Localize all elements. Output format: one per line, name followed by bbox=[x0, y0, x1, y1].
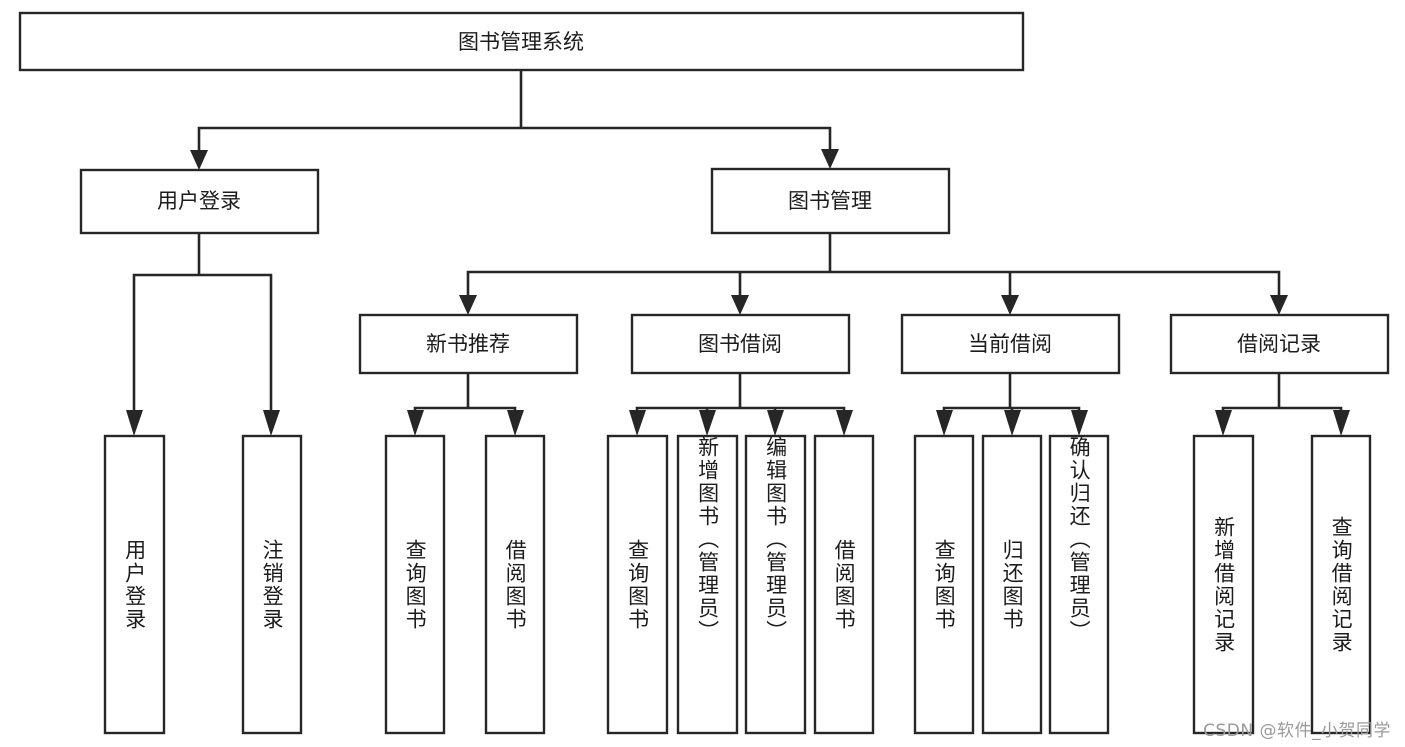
node-label-book-borrow: 图书借阅 bbox=[698, 332, 782, 356]
arrow-to-leaf-user-login bbox=[126, 410, 143, 436]
node-label-current-borrow: 当前借阅 bbox=[968, 332, 1052, 356]
node-box-book-manage[interactable] bbox=[710, 167, 951, 235]
arrow-to-leaf-query-book-3 bbox=[936, 410, 953, 436]
node-box-leaf-logout[interactable] bbox=[241, 434, 303, 735]
node-box-leaf-confirm-return[interactable] bbox=[1048, 434, 1110, 735]
edge-root-trunk bbox=[197, 68, 832, 157]
arrow-to-leaf-query-record bbox=[1333, 410, 1350, 436]
node-box-root[interactable] bbox=[18, 11, 1025, 72]
node-label-borrow-record: 借阅记录 bbox=[1237, 332, 1321, 356]
node-box-leaf-return-book[interactable] bbox=[981, 434, 1043, 735]
node-box-leaf-query-book-2[interactable] bbox=[606, 434, 669, 735]
edge-book-borrow-trunk bbox=[635, 371, 846, 420]
arrow-to-leaf-confirm-return bbox=[1071, 410, 1088, 436]
edge-new-book-recommend-trunk bbox=[413, 371, 517, 420]
arrow-to-leaf-borrow-book-1 bbox=[507, 410, 524, 436]
node-box-leaf-borrow-book-1[interactable] bbox=[484, 434, 546, 735]
nodes-layer: 图书管理系统 用户登录 图书管理 新书推荐 图书借阅 当前借阅 借阅记录 bbox=[18, 11, 1390, 735]
node-box-borrow-record[interactable] bbox=[1169, 313, 1390, 375]
arrow-to-user-login bbox=[190, 150, 208, 170]
arrow-to-current-borrow bbox=[1001, 295, 1019, 315]
node-box-leaf-query-record[interactable] bbox=[1310, 434, 1372, 735]
arrow-to-new-book-recommend bbox=[459, 295, 477, 315]
edge-book-manage-trunk bbox=[466, 231, 1281, 302]
node-box-book-borrow[interactable] bbox=[630, 313, 851, 375]
node-box-user-login[interactable] bbox=[79, 168, 320, 235]
node-label-user-login: 用户登录 bbox=[157, 189, 241, 213]
node-label-new-book-recommend: 新书推荐 bbox=[426, 332, 510, 356]
arrow-to-leaf-query-book-1 bbox=[407, 410, 424, 436]
arrow-to-leaf-return-book bbox=[1004, 410, 1021, 436]
arrow-to-leaf-add-book bbox=[699, 410, 716, 436]
arrow-to-leaf-query-book-2 bbox=[629, 410, 646, 436]
node-box-leaf-borrow-book-2[interactable] bbox=[813, 434, 875, 735]
edge-user-login-trunk bbox=[132, 231, 273, 420]
arrow-to-leaf-add-record bbox=[1215, 410, 1232, 436]
watermark-text: CSDN @软件_小贺同学 bbox=[1203, 721, 1391, 741]
node-box-leaf-add-record[interactable] bbox=[1192, 434, 1255, 735]
node-box-leaf-add-book[interactable] bbox=[676, 434, 739, 735]
edge-borrow-record-trunk bbox=[1221, 371, 1343, 420]
node-label-root: 图书管理系统 bbox=[458, 30, 584, 54]
arrow-to-borrow-record bbox=[1270, 295, 1288, 315]
node-label-book-manage: 图书管理 bbox=[788, 189, 872, 213]
node-box-current-borrow[interactable] bbox=[900, 313, 1121, 375]
node-box-leaf-edit-book[interactable] bbox=[744, 434, 807, 735]
edges-layer bbox=[126, 68, 1350, 436]
node-box-leaf-query-book-1[interactable] bbox=[384, 434, 446, 735]
node-box-new-book-recommend[interactable] bbox=[358, 313, 579, 375]
arrow-to-leaf-borrow-book-2 bbox=[836, 410, 853, 436]
arrow-to-leaf-logout bbox=[263, 410, 280, 436]
node-box-leaf-query-book-3[interactable] bbox=[913, 434, 975, 735]
arrow-to-leaf-edit-book bbox=[767, 410, 784, 436]
arrow-to-book-manage bbox=[821, 149, 839, 169]
node-box-leaf-user-login[interactable] bbox=[103, 434, 166, 735]
arrow-to-book-borrow bbox=[731, 295, 749, 315]
